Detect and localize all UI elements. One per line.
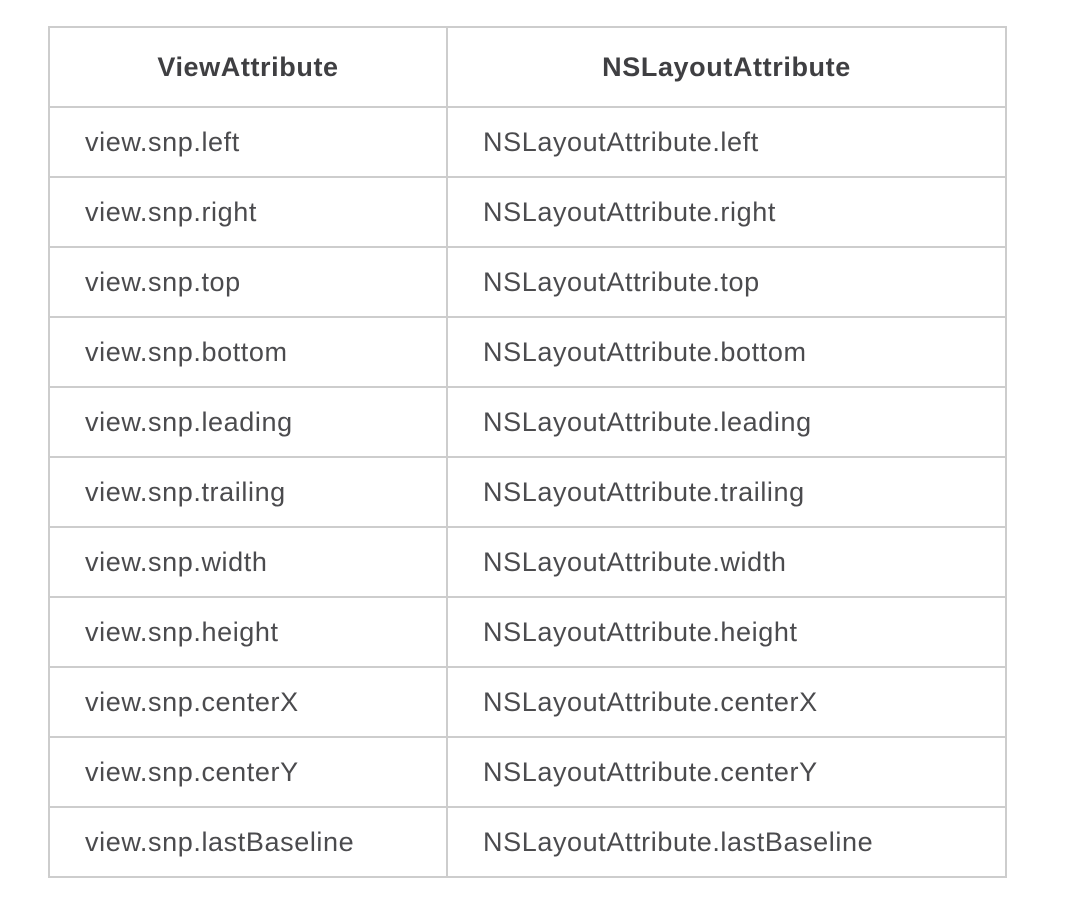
nslayout-attribute-cell: NSLayoutAttribute.right	[446, 176, 1007, 248]
column-header-nslayoutattribute: NSLayoutAttribute	[446, 26, 1007, 108]
table-header: ViewAttribute NSLayoutAttribute	[48, 26, 1007, 108]
nslayout-attribute-cell: NSLayoutAttribute.bottom	[446, 316, 1007, 388]
nslayout-attribute-cell: NSLayoutAttribute.centerX	[446, 666, 1007, 738]
view-attribute-cell: view.snp.bottom	[48, 316, 448, 388]
attribute-mapping-table: ViewAttribute NSLayoutAttribute view.snp…	[48, 26, 1007, 878]
view-attribute-cell: view.snp.width	[48, 526, 448, 598]
nslayout-attribute-cell: NSLayoutAttribute.left	[446, 106, 1007, 178]
view-attribute-cell: view.snp.right	[48, 176, 448, 248]
view-attribute-cell: view.snp.centerX	[48, 666, 448, 738]
nslayout-attribute-cell: NSLayoutAttribute.leading	[446, 386, 1007, 458]
nslayout-attribute-cell: NSLayoutAttribute.height	[446, 596, 1007, 668]
nslayout-attribute-cell: NSLayoutAttribute.lastBaseline	[446, 806, 1007, 878]
nslayout-attribute-cell: NSLayoutAttribute.trailing	[446, 456, 1007, 528]
view-attribute-cell: view.snp.leading	[48, 386, 448, 458]
nslayout-attribute-cell: NSLayoutAttribute.top	[446, 246, 1007, 318]
column-header-viewattribute: ViewAttribute	[48, 26, 448, 108]
table-header-row: ViewAttribute NSLayoutAttribute	[48, 26, 1007, 108]
view-attribute-cell: view.snp.top	[48, 246, 448, 318]
view-attribute-cell: view.snp.lastBaseline	[48, 806, 448, 878]
view-attribute-cell: view.snp.left	[48, 106, 448, 178]
nslayout-attribute-cell: NSLayoutAttribute.centerY	[446, 736, 1007, 808]
view-attribute-cell: view.snp.height	[48, 596, 448, 668]
view-attribute-cell: view.snp.trailing	[48, 456, 448, 528]
view-attribute-cell: view.snp.centerY	[48, 736, 448, 808]
attribute-mapping-table-container: ViewAttribute NSLayoutAttribute view.snp…	[48, 26, 1007, 878]
nslayout-attribute-cell: NSLayoutAttribute.width	[446, 526, 1007, 598]
